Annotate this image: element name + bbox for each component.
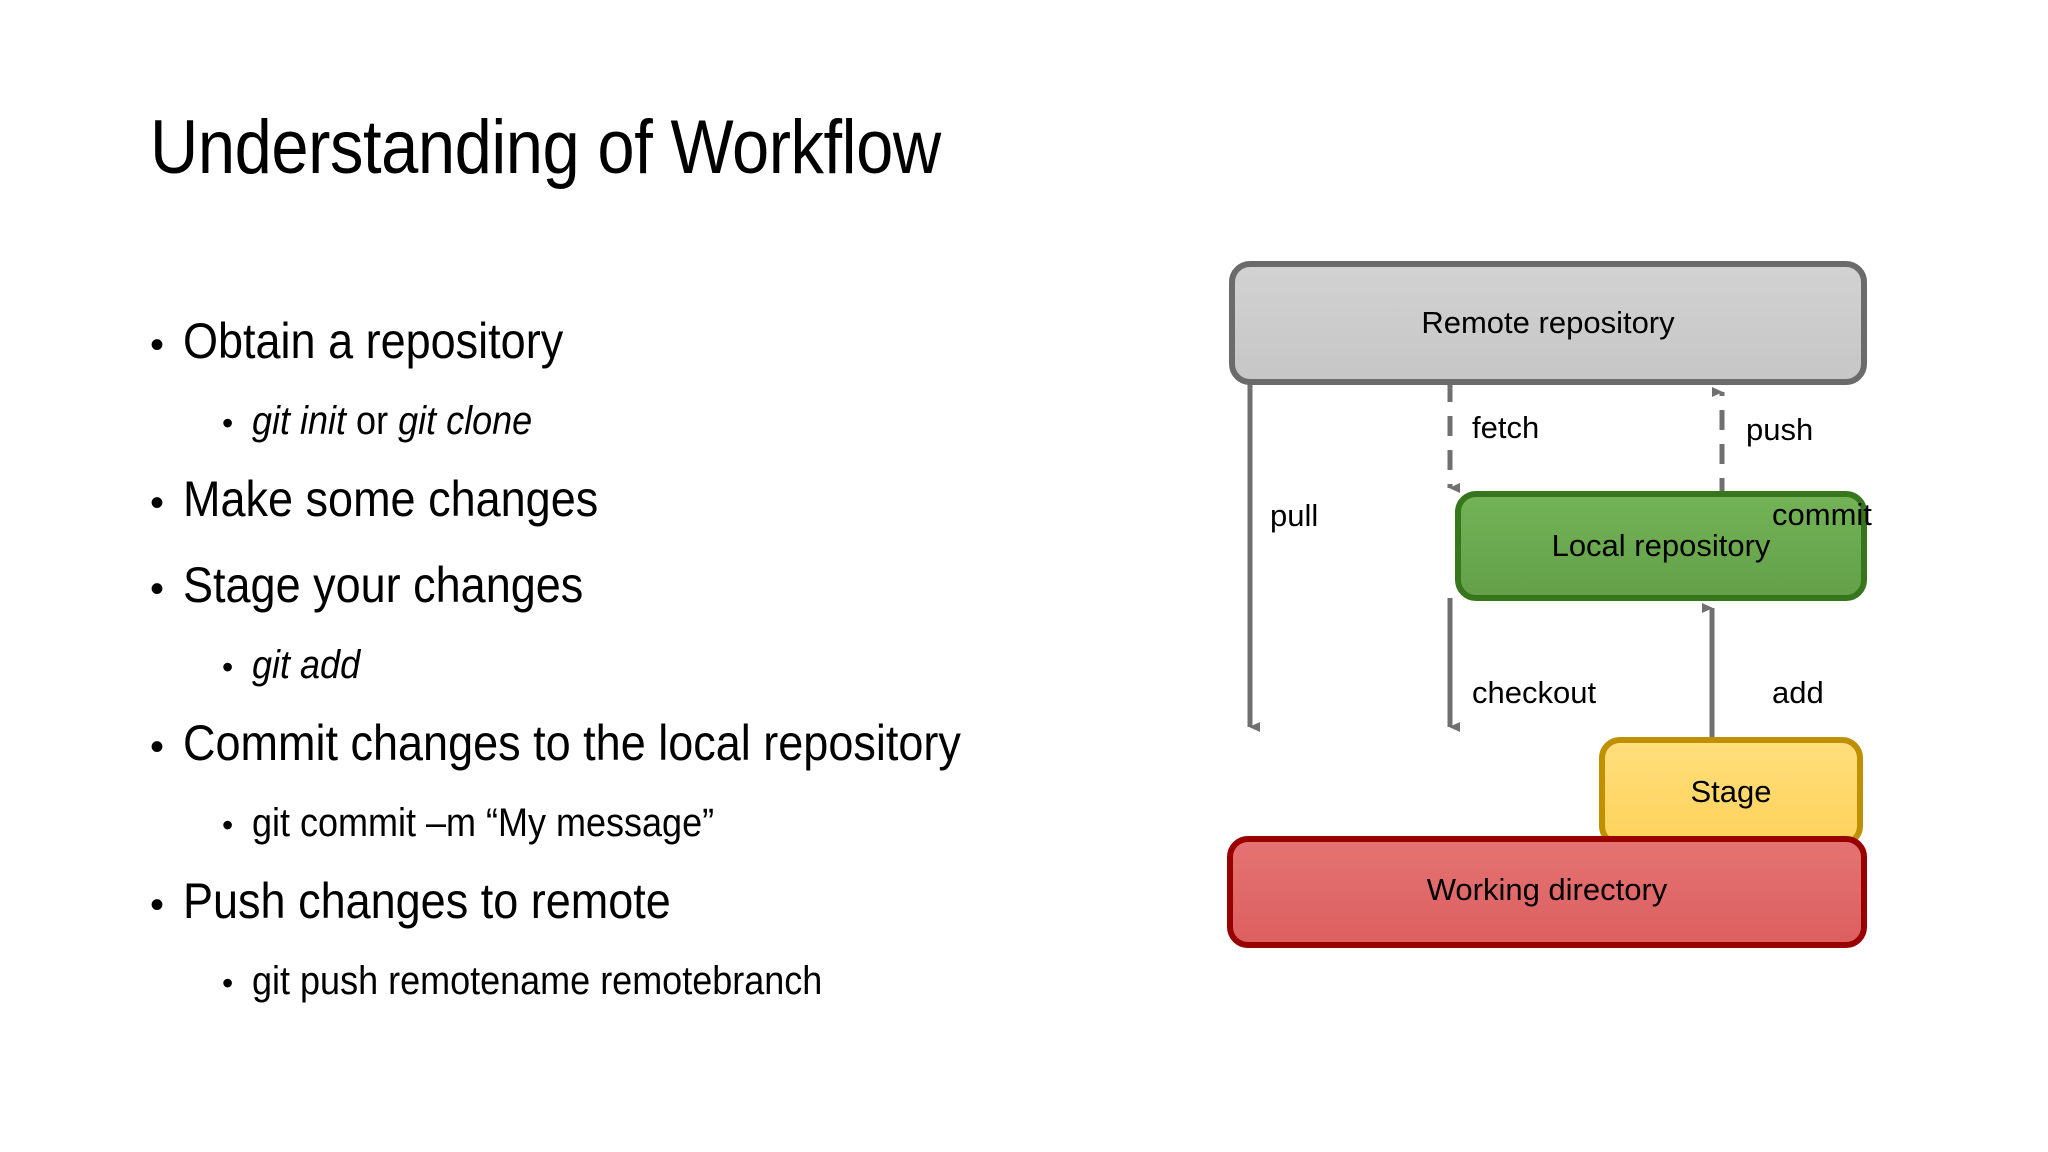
- bullet-marker-icon: •: [150, 725, 165, 769]
- list-item-label: git add: [252, 643, 361, 687]
- node-local-repository-label: Local repository: [1552, 528, 1771, 563]
- code-fragment: git clone: [398, 399, 533, 443]
- node-working-directory: Working directory: [1227, 836, 1867, 948]
- list-item: • git commit –m “My message”: [222, 788, 1180, 860]
- node-remote-repository-box: [1229, 261, 1867, 385]
- node-working-directory-box: [1227, 836, 1867, 948]
- bullet-marker-icon: •: [222, 807, 234, 843]
- list-item-label: Make some changes: [183, 471, 599, 527]
- list-item: • Stage your changes: [150, 544, 1180, 630]
- edge-fetch-label: fetch: [1472, 410, 1539, 445]
- edge-push-label: push: [1746, 412, 1813, 447]
- list-item-label: Push changes to remote: [183, 873, 671, 929]
- node-local-repository: Local repository: [1455, 491, 1867, 601]
- node-remote-repository: Remote repository: [1229, 261, 1867, 385]
- list-item-label: git push remotename remotebranch: [252, 959, 823, 1003]
- list-item-label: git init or git clone: [252, 386, 532, 456]
- code-fragment: git init: [252, 399, 347, 443]
- node-local-repository-box: [1455, 491, 1867, 601]
- bullet-marker-icon: •: [150, 883, 165, 927]
- list-item-label: Commit changes to the local repository: [183, 715, 961, 771]
- bullet-marker-icon: •: [222, 405, 234, 441]
- bullet-marker-icon: •: [150, 481, 165, 525]
- edge-checkout-label: checkout: [1472, 675, 1596, 710]
- bullet-marker-icon: •: [222, 649, 234, 685]
- edge-pull-label: pull: [1270, 498, 1318, 533]
- list-item: • Push changes to remote: [150, 860, 1180, 946]
- edge-commit-label: commit: [1772, 497, 1872, 532]
- bullet-marker-icon: •: [222, 965, 234, 1001]
- node-remote-repository-label: Remote repository: [1421, 305, 1675, 340]
- git-workflow-diagram: Remote repository Local repository Stage…: [1200, 240, 1900, 1100]
- conjunction-text: or: [346, 399, 399, 443]
- bullet-list: • Obtain a repository • git init or git …: [150, 300, 1180, 1018]
- list-item-label: Stage your changes: [183, 557, 584, 613]
- list-item: • Obtain a repository: [150, 300, 1180, 386]
- list-item: • Make some changes: [150, 458, 1180, 544]
- list-item: • git push remotename remotebranch: [222, 946, 1180, 1018]
- list-item-label: git commit –m “My message”: [252, 801, 715, 845]
- edge-add-label: add: [1772, 675, 1824, 710]
- node-working-directory-label: Working directory: [1427, 872, 1668, 907]
- list-item: • git init or git clone: [222, 386, 1180, 458]
- page-title: Understanding of Workflow: [150, 105, 941, 190]
- list-item: • Commit changes to the local repository: [150, 702, 1180, 788]
- bullet-marker-icon: •: [150, 567, 165, 611]
- node-stage: Stage: [1599, 737, 1863, 847]
- list-item-label: Obtain a repository: [183, 313, 564, 369]
- bullet-marker-icon: •: [150, 323, 165, 367]
- list-item: • git add: [222, 630, 1180, 702]
- node-stage-label: Stage: [1690, 774, 1771, 809]
